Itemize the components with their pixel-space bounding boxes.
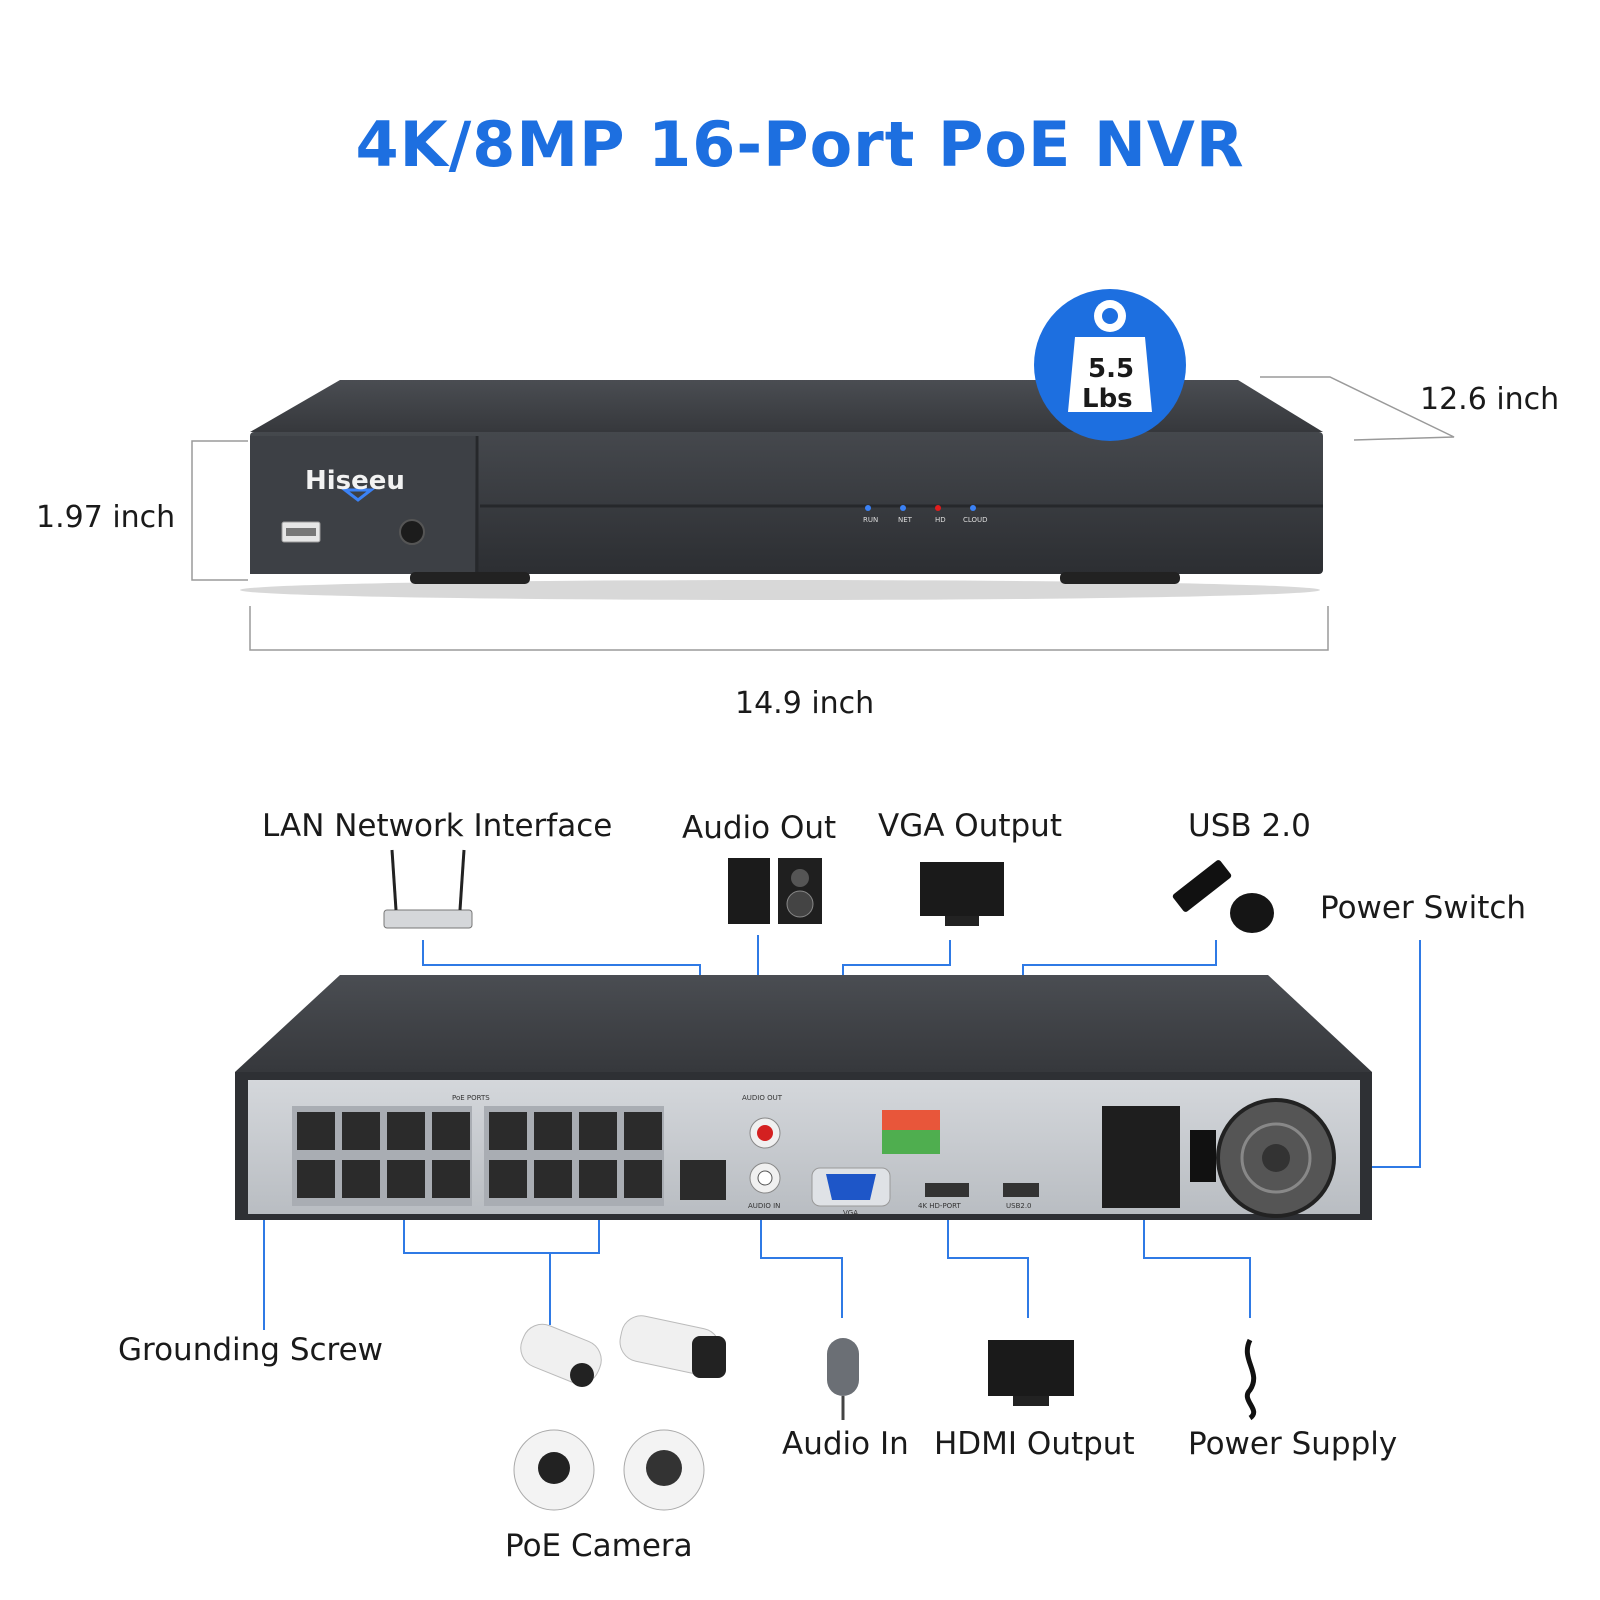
dome-camera-icon-1 bbox=[513, 1429, 595, 1511]
power-cable-icon bbox=[1244, 1338, 1257, 1421]
hdmi-port bbox=[925, 1183, 969, 1197]
dome-camera-icon-2 bbox=[623, 1429, 705, 1511]
mouse-icon bbox=[1230, 893, 1274, 933]
power-switch-label: Power Switch bbox=[1320, 890, 1527, 926]
alarm-terminal bbox=[882, 1130, 940, 1154]
audio-in-label: Audio In bbox=[782, 1426, 909, 1462]
audio-out-jack bbox=[757, 1125, 773, 1141]
width-dimension: 14.9 inch bbox=[735, 686, 875, 721]
nvr-rear-view bbox=[235, 975, 1372, 1220]
hdmi-monitor-icon bbox=[988, 1340, 1074, 1406]
bullet-camera-icon-2 bbox=[619, 1315, 726, 1378]
usb-port bbox=[1003, 1183, 1039, 1197]
usb-label: USB 2.0 bbox=[1188, 808, 1311, 844]
monitor-icon bbox=[920, 862, 1004, 926]
led-hd-label: HD bbox=[935, 516, 946, 524]
power-inlet bbox=[1102, 1106, 1180, 1208]
weight-value: 5.5 bbox=[1088, 354, 1135, 384]
led-net-label: NET bbox=[898, 516, 912, 524]
page-title: 4K/8MP 16-Port PoE NVR bbox=[355, 108, 1245, 181]
depth-dimension: 12.6 inch bbox=[1420, 382, 1560, 417]
led-run-label: RUN bbox=[863, 516, 879, 524]
height-dimension: 1.97 inch bbox=[36, 500, 176, 535]
poe-camera-label: PoE Camera bbox=[505, 1528, 693, 1564]
led-cloud-label: CLOUD bbox=[963, 516, 988, 524]
lan-port bbox=[680, 1160, 726, 1200]
bullet-camera-icon-1 bbox=[520, 1323, 602, 1387]
weight-badge bbox=[1034, 289, 1186, 441]
usb-panel-label: USB2.0 bbox=[1006, 1202, 1032, 1210]
poe-ports-label: PoE PORTS bbox=[452, 1094, 490, 1102]
power-switch bbox=[1190, 1130, 1216, 1182]
poe-port-block-2 bbox=[484, 1106, 664, 1206]
microphone-icon bbox=[827, 1338, 859, 1420]
brand-logo: Hiseeu bbox=[305, 466, 405, 496]
grounding-screw-label: Grounding Screw bbox=[118, 1332, 384, 1368]
speakers-icon bbox=[728, 858, 822, 924]
dimension-lines bbox=[191, 376, 1455, 651]
usb-drive-icon bbox=[1172, 860, 1232, 912]
audio-out-panel-label: AUDIO OUT bbox=[742, 1094, 783, 1102]
weight-unit: Lbs bbox=[1082, 384, 1133, 414]
vga-panel-label: VGA bbox=[843, 1209, 859, 1217]
audio-out-label: Audio Out bbox=[682, 810, 837, 846]
hdmi-panel-label: 4K HD-PORT bbox=[918, 1202, 961, 1210]
poe-port-block-1 bbox=[292, 1106, 472, 1206]
audio-in-panel-label: AUDIO IN bbox=[748, 1202, 781, 1210]
vga-output-label: VGA Output bbox=[878, 808, 1062, 844]
lan-network-interface-label: LAN Network Interface bbox=[262, 808, 613, 844]
hdmi-output-label: HDMI Output bbox=[934, 1426, 1135, 1462]
vga-port bbox=[826, 1174, 876, 1200]
router-icon bbox=[383, 849, 473, 929]
audio-in-jack bbox=[757, 1170, 773, 1186]
power-supply-label: Power Supply bbox=[1188, 1426, 1398, 1462]
